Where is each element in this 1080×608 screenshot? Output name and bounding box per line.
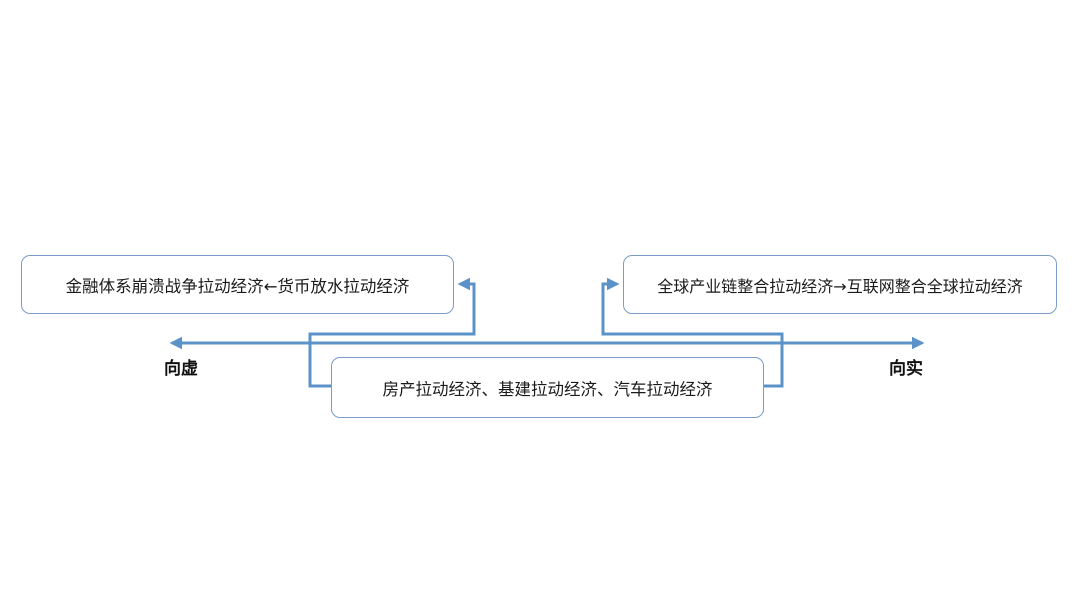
connector-to-right-box <box>601 277 784 388</box>
axis-left-label: 向虚 <box>164 359 198 379</box>
left-box: 金融体系崩溃战争拉动经济←货币放水拉动经济 <box>21 255 454 314</box>
axis-right-label: 向实 <box>889 359 923 379</box>
bottom-box: 房产拉动经济、基建拉动经济、汽车拉动经济 <box>331 357 764 418</box>
connector-to-left-box <box>308 277 476 388</box>
right-box-text: 全球产业链整合拉动经济→互联网整合全球拉动经济 <box>657 276 1023 296</box>
left-box-text: 金融体系崩溃战争拉动经济←货币放水拉动经济 <box>65 276 410 296</box>
bottom-box-text: 房产拉动经济、基建拉动经济、汽车拉动经济 <box>382 379 713 399</box>
right-box: 全球产业链整合拉动经济→互联网整合全球拉动经济 <box>623 255 1057 314</box>
